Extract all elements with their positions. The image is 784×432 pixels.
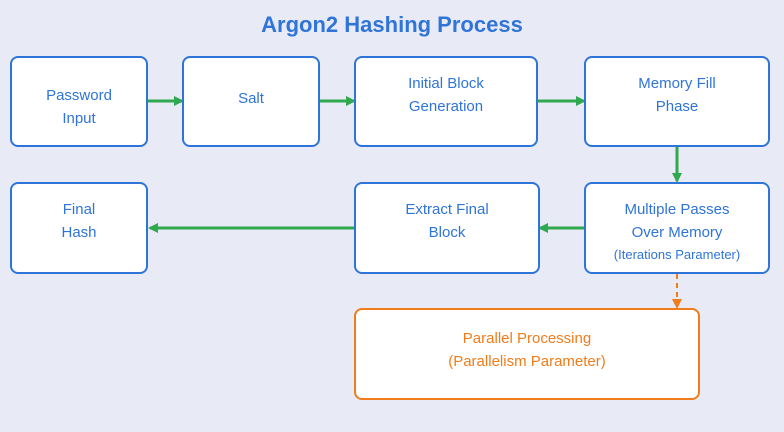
node-label: Multiple Passes	[624, 201, 730, 218]
node-parallel-processing: Parallel Processing (Parallelism Paramet…	[354, 308, 700, 400]
node-salt: Salt	[182, 56, 320, 147]
node-label: Parallel Processing	[462, 330, 592, 347]
node-label: Hash	[61, 224, 97, 241]
node-final-hash: Final Hash	[10, 182, 148, 274]
node-label: Block	[428, 224, 466, 241]
node-note: (Iterations Parameter)	[613, 247, 741, 262]
node-initial-block-generation: Initial Block Generation	[354, 56, 538, 147]
node-label: Input	[62, 110, 96, 127]
node-label: Extract Final	[405, 201, 489, 218]
node-label: (Parallelism Parameter)	[448, 353, 606, 370]
node-label: Final	[62, 201, 96, 218]
node-memory-fill-phase: Memory Fill Phase	[584, 56, 770, 147]
node-label: Initial Block	[408, 75, 484, 92]
node-multiple-passes: Multiple Passes Over Memory (Iterations …	[584, 182, 770, 274]
node-label: Phase	[655, 98, 699, 115]
node-label: Password	[46, 87, 112, 104]
node-label: Salt	[238, 90, 264, 107]
node-password-input: Password Input	[10, 56, 148, 147]
node-label: Memory Fill	[638, 75, 716, 92]
node-label: Over Memory	[631, 224, 723, 241]
diagram-title: Argon2 Hashing Process	[261, 12, 523, 37]
node-label: Generation	[408, 98, 484, 115]
node-extract-final-block: Extract Final Block	[354, 182, 540, 274]
